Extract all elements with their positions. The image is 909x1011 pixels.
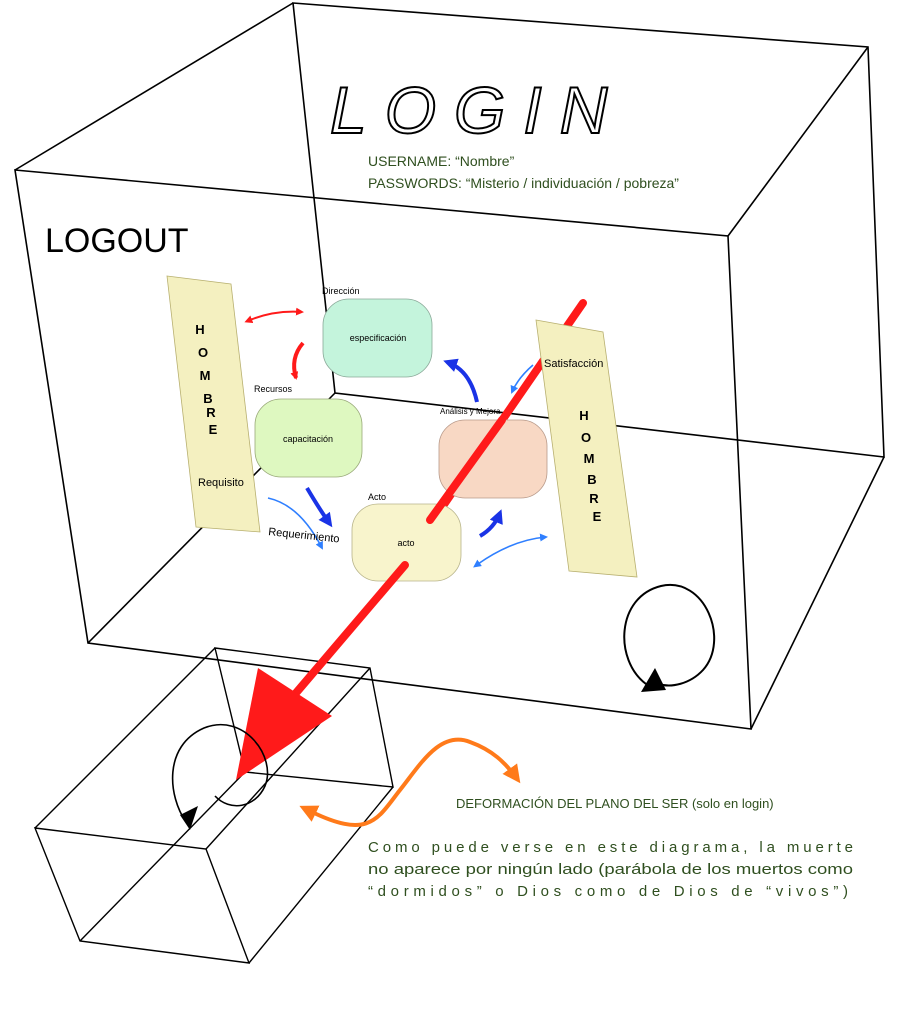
left-letter-r: R: [206, 405, 216, 420]
passwords-line: PASSWORDS: “Misterio / individuación / p…: [368, 175, 679, 191]
right-letter-m: M: [584, 451, 595, 466]
left-panel: [166, 275, 261, 533]
red-arrowhead: [236, 668, 332, 780]
small-cube-edge-2: [205, 667, 371, 850]
right-letter-b: B: [587, 472, 596, 487]
blue-arrow-capa-to-acto: [305, 486, 333, 528]
label-requerimiento: Requerimiento: [268, 526, 340, 545]
label-recursos: Recursos: [254, 384, 293, 394]
right-letter-h: H: [579, 408, 588, 423]
left-panel-caption: Requisito: [198, 477, 244, 489]
text-especificacion: especificación: [350, 333, 407, 343]
blue-arrow-acto-to-analisis: [478, 509, 503, 538]
blue-arrow-analisis-to-spec: [443, 358, 479, 403]
orange-double-arrow: [299, 737, 521, 827]
small-cube-edge-4: [79, 771, 246, 942]
left-letter-o: O: [198, 345, 208, 360]
login-title: LOGIN: [330, 73, 625, 147]
right-panel-letters: H O M B R E: [579, 408, 601, 524]
cycle-arrow-right: [623, 583, 716, 687]
text-acto: acto: [397, 538, 414, 548]
note-comment-line-3: “dormidos” o Dios como de Dios de “vivos…: [368, 883, 848, 900]
cube-edge-tr: [727, 46, 869, 237]
small-cube: [33, 647, 394, 964]
red-curve-arrow: [290, 341, 305, 380]
logout-title: LOGOUT: [45, 222, 189, 260]
cube-edge-tl: [14, 2, 294, 171]
left-panel-letters: H O M B R E: [195, 322, 217, 437]
box-acto: [351, 503, 462, 582]
left-letter-m: M: [200, 368, 211, 383]
note-comment-line-1: Como puede verse en este diagrama, la mu…: [368, 839, 853, 856]
note-deformacion: DEFORMACIÓN DEL PLANO DEL SER (solo en l…: [456, 796, 774, 811]
label-acto: Acto: [368, 492, 386, 502]
red-double-arrow: [244, 307, 304, 323]
cycle-arrowhead-small-cube: [180, 806, 198, 830]
label-analisis: Análisis y Mejora: [440, 407, 501, 416]
lightblue-arrow-satisfaccion: [510, 364, 534, 394]
right-panel: [535, 319, 638, 578]
right-panel-caption: Satisfacción: [544, 358, 603, 370]
username-line: USERNAME: “Nombre”: [368, 153, 515, 169]
lightblue-arrow-requerimiento: [267, 497, 323, 550]
red-beam-lower: [286, 561, 409, 704]
cycle-arrowhead-right: [641, 668, 666, 692]
left-letter-h: H: [195, 322, 204, 337]
red-beam-over-analisis: [426, 416, 506, 524]
small-cube-front-face: [33, 827, 251, 964]
right-letter-o: O: [581, 430, 591, 445]
note-comment-line-2: no aparece por ningún lado (parábola de …: [368, 861, 853, 878]
box-analisis: [438, 419, 548, 499]
text-capacitacion: capacitación: [283, 434, 333, 444]
right-letter-e: E: [593, 509, 602, 524]
lightblue-double-arrow: [473, 533, 548, 568]
left-letter-b: B: [203, 391, 212, 406]
box-especificacion: [322, 298, 433, 378]
cycle-arrow-small-cube: [171, 723, 269, 823]
cube-edge-br: [750, 456, 885, 730]
label-direccion: Dirección: [322, 286, 360, 296]
box-capacitacion: [254, 398, 363, 478]
left-letter-e: E: [209, 422, 218, 437]
small-cube-edge-1: [34, 647, 216, 829]
right-letter-r: R: [589, 491, 599, 506]
